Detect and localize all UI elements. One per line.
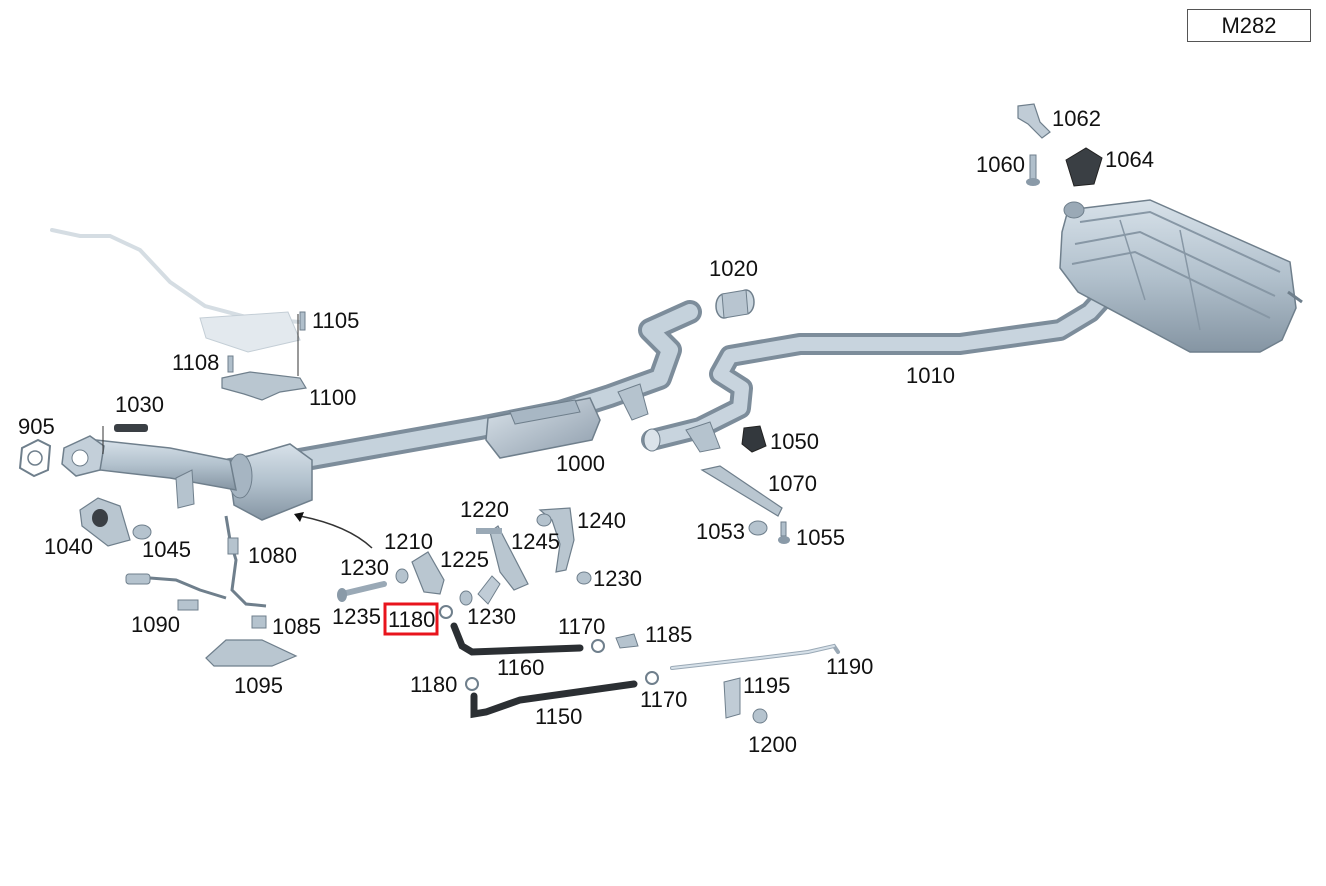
rear-silencer[interactable] [1059, 199, 1303, 353]
bracket-1240[interactable] [538, 507, 575, 573]
callout-1090[interactable]: 1090 [131, 612, 180, 637]
callout-1064[interactable]: 1064 [1105, 147, 1154, 172]
clip-1090b[interactable] [177, 599, 199, 611]
sensor-harness-ghost [50, 228, 302, 353]
bolt-1108[interactable] [227, 355, 234, 373]
clamp-1170b[interactable] [645, 671, 659, 685]
callout-1080[interactable]: 1080 [248, 543, 297, 568]
callout-1160[interactable]: 1160 [497, 655, 544, 680]
callout-1225[interactable]: 1225 [440, 547, 489, 572]
nut-1230b[interactable] [459, 590, 473, 606]
selected-callout-highlight [383, 602, 439, 636]
callout-1062[interactable]: 1062 [1052, 106, 1101, 131]
callout-1010[interactable]: 1010 [906, 363, 955, 388]
nut-1245[interactable] [536, 513, 552, 527]
callout-1000[interactable]: 1000 [556, 451, 605, 476]
sensor-1090[interactable] [125, 573, 227, 600]
callout-1030[interactable]: 1030 [115, 392, 164, 417]
callout-1070[interactable]: 1070 [768, 471, 817, 496]
callout-1170-lower[interactable]: 1170 [640, 687, 687, 712]
callout-1020[interactable]: 1020 [709, 256, 758, 281]
bracket-1220[interactable] [476, 525, 529, 591]
bolt-1055[interactable] [778, 521, 790, 544]
bolt-1060[interactable] [1026, 154, 1040, 186]
clip-1085[interactable] [251, 615, 267, 629]
callout-1195[interactable]: 1195 [743, 673, 790, 698]
leader-lines [102, 314, 373, 549]
sensor-1080[interactable] [224, 515, 267, 608]
clamp-1020[interactable] [715, 289, 755, 319]
callout-1100[interactable]: 1100 [309, 385, 356, 410]
clamp-1170a[interactable] [591, 639, 605, 653]
callout-1180-lower[interactable]: 1180 [410, 672, 457, 697]
callout-1170-upper[interactable]: 1170 [558, 614, 605, 639]
callout-1105[interactable]: 1105 [312, 308, 359, 333]
nut-1053[interactable] [748, 520, 768, 536]
nut-1045[interactable] [132, 524, 152, 540]
hose-1160[interactable] [450, 622, 584, 656]
gasket-905[interactable] [18, 438, 52, 478]
clip-1195[interactable] [723, 677, 741, 719]
catalytic-converter[interactable] [61, 435, 313, 521]
callout-1095[interactable]: 1095 [234, 673, 283, 698]
arrow-head [294, 512, 304, 522]
callout-1245[interactable]: 1245 [511, 529, 560, 554]
callout-1150[interactable]: 1150 [535, 704, 582, 729]
callout-1180-highlighted[interactable]: 1180 [388, 607, 435, 632]
callout-1060[interactable]: 1060 [976, 152, 1025, 177]
callout-1050[interactable]: 1050 [770, 429, 819, 454]
hanger-1062[interactable] [1017, 103, 1051, 139]
bracket-1100[interactable] [221, 371, 307, 401]
line-1190[interactable] [670, 643, 840, 670]
stud-1030[interactable] [114, 424, 148, 432]
callout-905[interactable]: 905 [18, 414, 55, 439]
callout-1055[interactable]: 1055 [796, 525, 845, 550]
clamp-1180a[interactable] [439, 605, 453, 619]
bracket-1210[interactable] [411, 551, 445, 595]
bracket-1070[interactable] [700, 465, 783, 517]
callout-1200[interactable]: 1200 [748, 732, 797, 757]
callout-1230-left[interactable]: 1230 [340, 555, 389, 580]
callout-1230-mid[interactable]: 1230 [467, 604, 516, 629]
callout-1235[interactable]: 1235 [332, 604, 381, 629]
bolt-1200[interactable] [752, 708, 768, 724]
callout-1230-right[interactable]: 1230 [593, 566, 642, 591]
clamp-1180b[interactable] [465, 677, 479, 691]
rubber-mount-1064[interactable] [1065, 147, 1103, 187]
front-pipe-1000[interactable] [218, 300, 702, 482]
callout-1190[interactable]: 1190 [826, 654, 873, 679]
engine-code-badge: M282 [1187, 9, 1311, 42]
callout-1210[interactable]: 1210 [384, 529, 433, 554]
fitting-1185[interactable] [615, 633, 639, 649]
callout-1045[interactable]: 1045 [142, 537, 191, 562]
nut-1230a[interactable] [395, 568, 409, 584]
callout-1108[interactable]: 1108 [172, 350, 219, 375]
callout-1085[interactable]: 1085 [272, 614, 321, 639]
hose-1150[interactable] [470, 680, 638, 719]
callout-labels: 905 1030 1108 1105 1100 1040 1045 1080 1… [18, 106, 1154, 757]
bracket-1095[interactable] [205, 639, 298, 667]
callout-1053[interactable]: 1053 [696, 519, 745, 544]
bolt-1235[interactable] [337, 581, 387, 602]
rear-pipe-1010[interactable] [641, 281, 1119, 453]
clip-1225[interactable] [477, 575, 501, 605]
bolt-1105[interactable] [299, 311, 306, 331]
nut-1230c[interactable] [576, 571, 592, 585]
callout-1185[interactable]: 1185 [645, 622, 692, 647]
callout-1240[interactable]: 1240 [577, 508, 626, 533]
callout-1220[interactable]: 1220 [460, 497, 509, 522]
engine-code-label: M282 [1221, 13, 1277, 38]
mount-1040[interactable] [79, 497, 131, 547]
callout-1040[interactable]: 1040 [44, 534, 93, 559]
rubber-1050[interactable] [741, 425, 767, 453]
